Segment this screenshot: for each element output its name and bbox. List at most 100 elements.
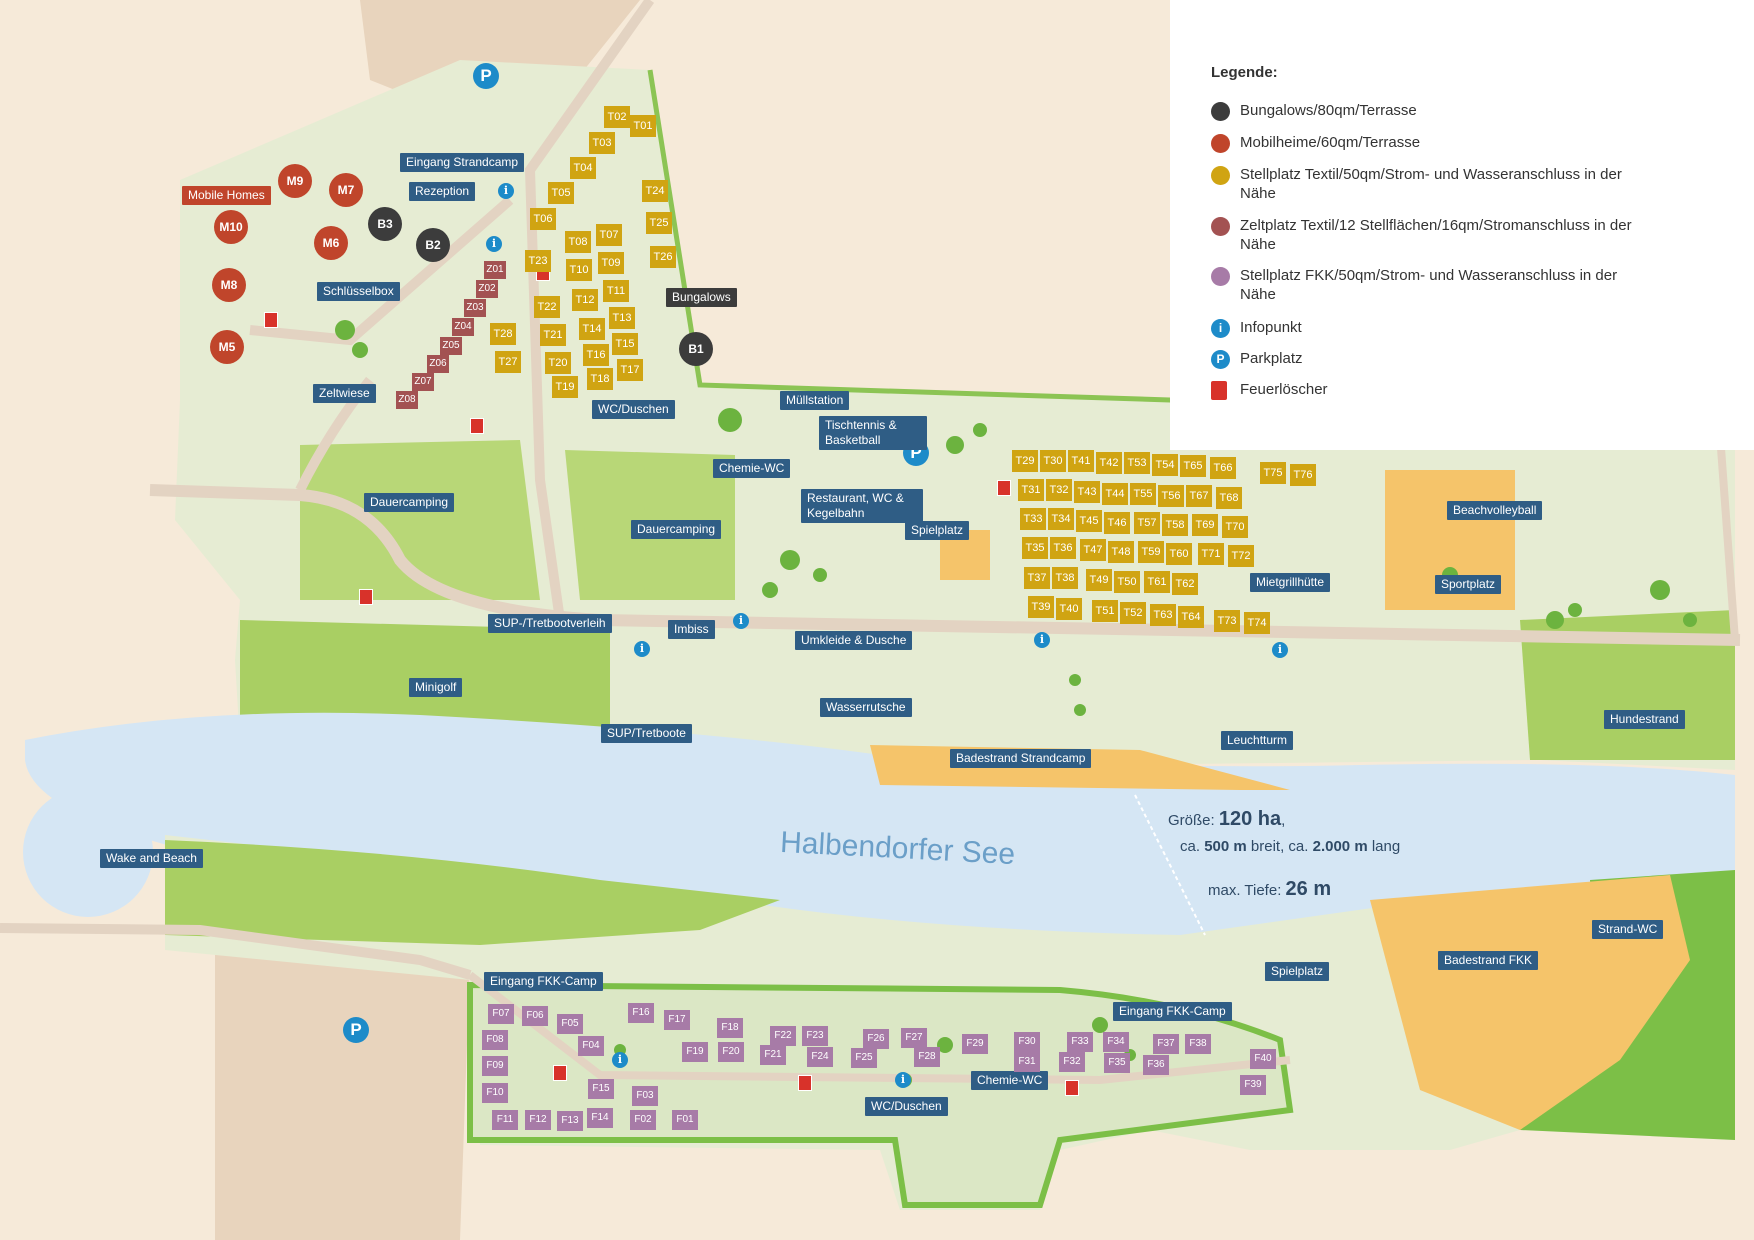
fkk-site-f02[interactable]: F02 [630, 1110, 656, 1130]
site-t75[interactable]: T75 [1260, 462, 1286, 484]
site-t52[interactable]: T52 [1120, 602, 1146, 624]
fkk-site-f10[interactable]: F10 [482, 1083, 508, 1103]
site-t42[interactable]: T42 [1096, 452, 1122, 474]
site-t18[interactable]: T18 [587, 368, 613, 390]
site-t31[interactable]: T31 [1018, 479, 1044, 501]
label-wc-duschen[interactable]: WC/Duschen [592, 400, 675, 419]
bungalow-b2[interactable]: B2 [416, 228, 450, 262]
site-t71[interactable]: T71 [1198, 543, 1224, 565]
mobile-home-m10[interactable]: M10 [214, 210, 248, 244]
site-t63[interactable]: T63 [1150, 604, 1176, 626]
site-t25[interactable]: T25 [646, 212, 672, 234]
site-t07[interactable]: T07 [596, 224, 622, 246]
mobile-home-m5[interactable]: M5 [210, 330, 244, 364]
fkk-site-f23[interactable]: F23 [802, 1026, 828, 1046]
label-mietgrillhuette[interactable]: Mietgrillhütte [1250, 573, 1331, 592]
mobile-home-m6[interactable]: M6 [314, 226, 348, 260]
fkk-site-f32[interactable]: F32 [1059, 1052, 1085, 1072]
fkk-site-f24[interactable]: F24 [807, 1047, 833, 1067]
fkk-site-f30[interactable]: F30 [1014, 1032, 1040, 1052]
site-t60[interactable]: T60 [1166, 543, 1192, 565]
site-t16[interactable]: T16 [583, 344, 609, 366]
site-t59[interactable]: T59 [1138, 541, 1164, 563]
info-icon[interactable]: i [498, 183, 514, 199]
site-t15[interactable]: T15 [612, 333, 638, 355]
label-badestrand-fkk[interactable]: Badestrand FKK [1438, 951, 1539, 970]
label-schluesselbox[interactable]: Schlüsselbox [317, 282, 400, 301]
site-t44[interactable]: T44 [1102, 483, 1128, 505]
site-t19[interactable]: T19 [552, 376, 578, 398]
label-hundestrand[interactable]: Hundestrand [1604, 710, 1685, 729]
site-t46[interactable]: T46 [1104, 512, 1130, 534]
site-t69[interactable]: T69 [1192, 514, 1218, 536]
fkk-site-f06[interactable]: F06 [522, 1006, 548, 1026]
site-t53[interactable]: T53 [1124, 452, 1150, 474]
fkk-site-f18[interactable]: F18 [717, 1018, 743, 1038]
site-t64[interactable]: T64 [1178, 606, 1204, 628]
site-t06[interactable]: T06 [530, 208, 556, 230]
site-t20[interactable]: T20 [545, 352, 571, 374]
site-t36[interactable]: T36 [1050, 537, 1076, 559]
label-sportplatz[interactable]: Sportplatz [1435, 575, 1502, 594]
fkk-site-f40[interactable]: F40 [1250, 1049, 1276, 1069]
fkk-site-f35[interactable]: F35 [1104, 1053, 1130, 1073]
label-leuchtturm[interactable]: Leuchtturm [1221, 731, 1294, 750]
site-t65[interactable]: T65 [1180, 455, 1206, 477]
label-badestrand-strandcamp[interactable]: Badestrand Strandcamp [950, 749, 1092, 768]
site-t09[interactable]: T09 [598, 252, 624, 274]
label-wake-and-beach[interactable]: Wake and Beach [100, 849, 203, 868]
fkk-site-f21[interactable]: F21 [760, 1045, 786, 1065]
fkk-site-f08[interactable]: F08 [482, 1030, 508, 1050]
site-t48[interactable]: T48 [1108, 541, 1134, 563]
site-t03[interactable]: T03 [589, 132, 615, 154]
label-dauercamping[interactable]: Dauercamping [631, 520, 722, 539]
fkk-site-f26[interactable]: F26 [863, 1029, 889, 1049]
mobile-home-m9[interactable]: M9 [278, 164, 312, 198]
tent-site-z08[interactable]: Z08 [396, 391, 418, 409]
tent-site-z02[interactable]: Z02 [476, 280, 498, 298]
site-t33[interactable]: T33 [1020, 508, 1046, 530]
site-t02[interactable]: T02 [604, 106, 630, 128]
fkk-site-f16[interactable]: F16 [628, 1003, 654, 1023]
label-minigolf[interactable]: Minigolf [409, 678, 463, 697]
site-t54[interactable]: T54 [1152, 454, 1178, 476]
site-t68[interactable]: T68 [1216, 487, 1242, 509]
fkk-site-f05[interactable]: F05 [557, 1014, 583, 1034]
tent-site-z07[interactable]: Z07 [412, 373, 434, 391]
site-t24[interactable]: T24 [642, 180, 668, 202]
site-t50[interactable]: T50 [1114, 571, 1140, 593]
label-wc-duschen-fkk[interactable]: WC/Duschen [865, 1097, 948, 1116]
fkk-site-f07[interactable]: F07 [488, 1004, 514, 1024]
fkk-site-f13[interactable]: F13 [557, 1111, 583, 1131]
site-t72[interactable]: T72 [1228, 545, 1254, 567]
site-t74[interactable]: T74 [1244, 612, 1270, 634]
fkk-site-f27[interactable]: F27 [901, 1028, 927, 1048]
label-muellstation[interactable]: Müllstation [780, 391, 850, 410]
fkk-site-f34[interactable]: F34 [1103, 1032, 1129, 1052]
label-sup-tretboote[interactable]: SUP/Tretboote [601, 724, 692, 743]
fkk-site-f39[interactable]: F39 [1240, 1075, 1266, 1095]
fkk-site-f31[interactable]: F31 [1014, 1052, 1040, 1072]
mobile-home-m7[interactable]: M7 [329, 173, 363, 207]
site-t35[interactable]: T35 [1022, 537, 1048, 559]
fkk-site-f15[interactable]: F15 [588, 1079, 614, 1099]
site-t29[interactable]: T29 [1012, 450, 1038, 472]
info-icon[interactable]: i [895, 1072, 911, 1088]
site-t47[interactable]: T47 [1080, 539, 1106, 561]
fkk-site-f20[interactable]: F20 [718, 1042, 744, 1062]
site-t14[interactable]: T14 [579, 318, 605, 340]
site-t56[interactable]: T56 [1158, 485, 1184, 507]
site-t10[interactable]: T10 [566, 259, 592, 281]
site-t38[interactable]: T38 [1052, 567, 1078, 589]
parking-icon[interactable]: P [343, 1017, 369, 1043]
site-t34[interactable]: T34 [1048, 508, 1074, 530]
site-t58[interactable]: T58 [1162, 514, 1188, 536]
fkk-site-f36[interactable]: F36 [1143, 1055, 1169, 1075]
label-imbiss[interactable]: Imbiss [668, 620, 715, 639]
label-tischtennis-basketball[interactable]: Tischtennis & Basketball [819, 416, 927, 450]
info-icon[interactable]: i [634, 641, 650, 657]
label-wasserrutsche[interactable]: Wasserrutsche [820, 698, 912, 717]
fkk-site-f33[interactable]: F33 [1067, 1032, 1093, 1052]
site-t62[interactable]: T62 [1172, 573, 1198, 595]
info-icon[interactable]: i [1272, 642, 1288, 658]
